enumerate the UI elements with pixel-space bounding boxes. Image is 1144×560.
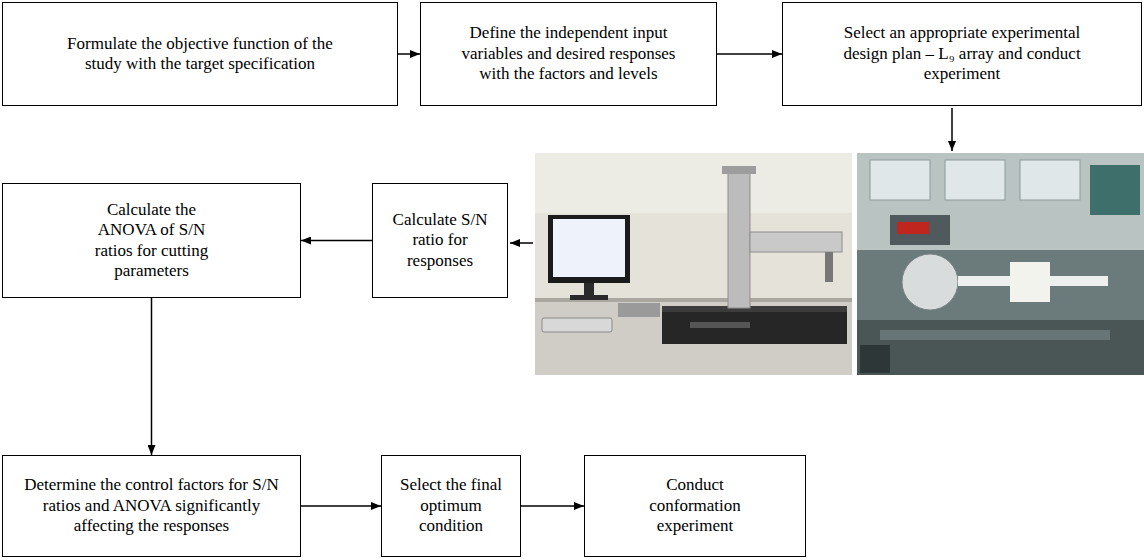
box-text: Calculate S/N ratio for responses bbox=[383, 210, 497, 271]
flow-arrow bbox=[151, 298, 153, 455]
flow-arrow bbox=[301, 240, 372, 242]
lathe-photo bbox=[857, 153, 1144, 375]
flow-arrow bbox=[301, 505, 381, 507]
box-text: Calculate the ANOVA of S/N ratios for cu… bbox=[83, 200, 221, 282]
box-text: Conduct conformation experiment bbox=[634, 475, 756, 536]
process-box: Calculate the ANOVA of S/N ratios for cu… bbox=[2, 183, 301, 298]
box-text: Define the independent input variables a… bbox=[453, 23, 685, 84]
process-box: Select the final optimum condition bbox=[381, 455, 521, 557]
flow-arrow bbox=[521, 505, 584, 507]
box-text: Determine the control factors for S/N ra… bbox=[21, 475, 283, 536]
box-text: Select the final optimum condition bbox=[395, 475, 507, 536]
roughness-tester-photo bbox=[535, 153, 852, 375]
process-box: Conduct conformation experiment bbox=[584, 455, 806, 557]
process-box: Formulate the objective function of the … bbox=[2, 2, 398, 106]
process-box: Determine the control factors for S/N ra… bbox=[2, 455, 301, 557]
process-box: Calculate S/N ratio for responses bbox=[372, 183, 508, 298]
process-box: Select an appropriate experimental desig… bbox=[782, 2, 1142, 106]
box-text: Select an appropriate experimental desig… bbox=[836, 23, 1088, 84]
flow-arrow bbox=[717, 53, 782, 55]
flow-arrow bbox=[510, 242, 533, 244]
flow-arrow bbox=[951, 108, 953, 151]
box-text: Formulate the objective function of the … bbox=[54, 34, 346, 75]
process-box: Define the independent input variables a… bbox=[420, 2, 717, 106]
flow-arrow bbox=[398, 53, 420, 55]
